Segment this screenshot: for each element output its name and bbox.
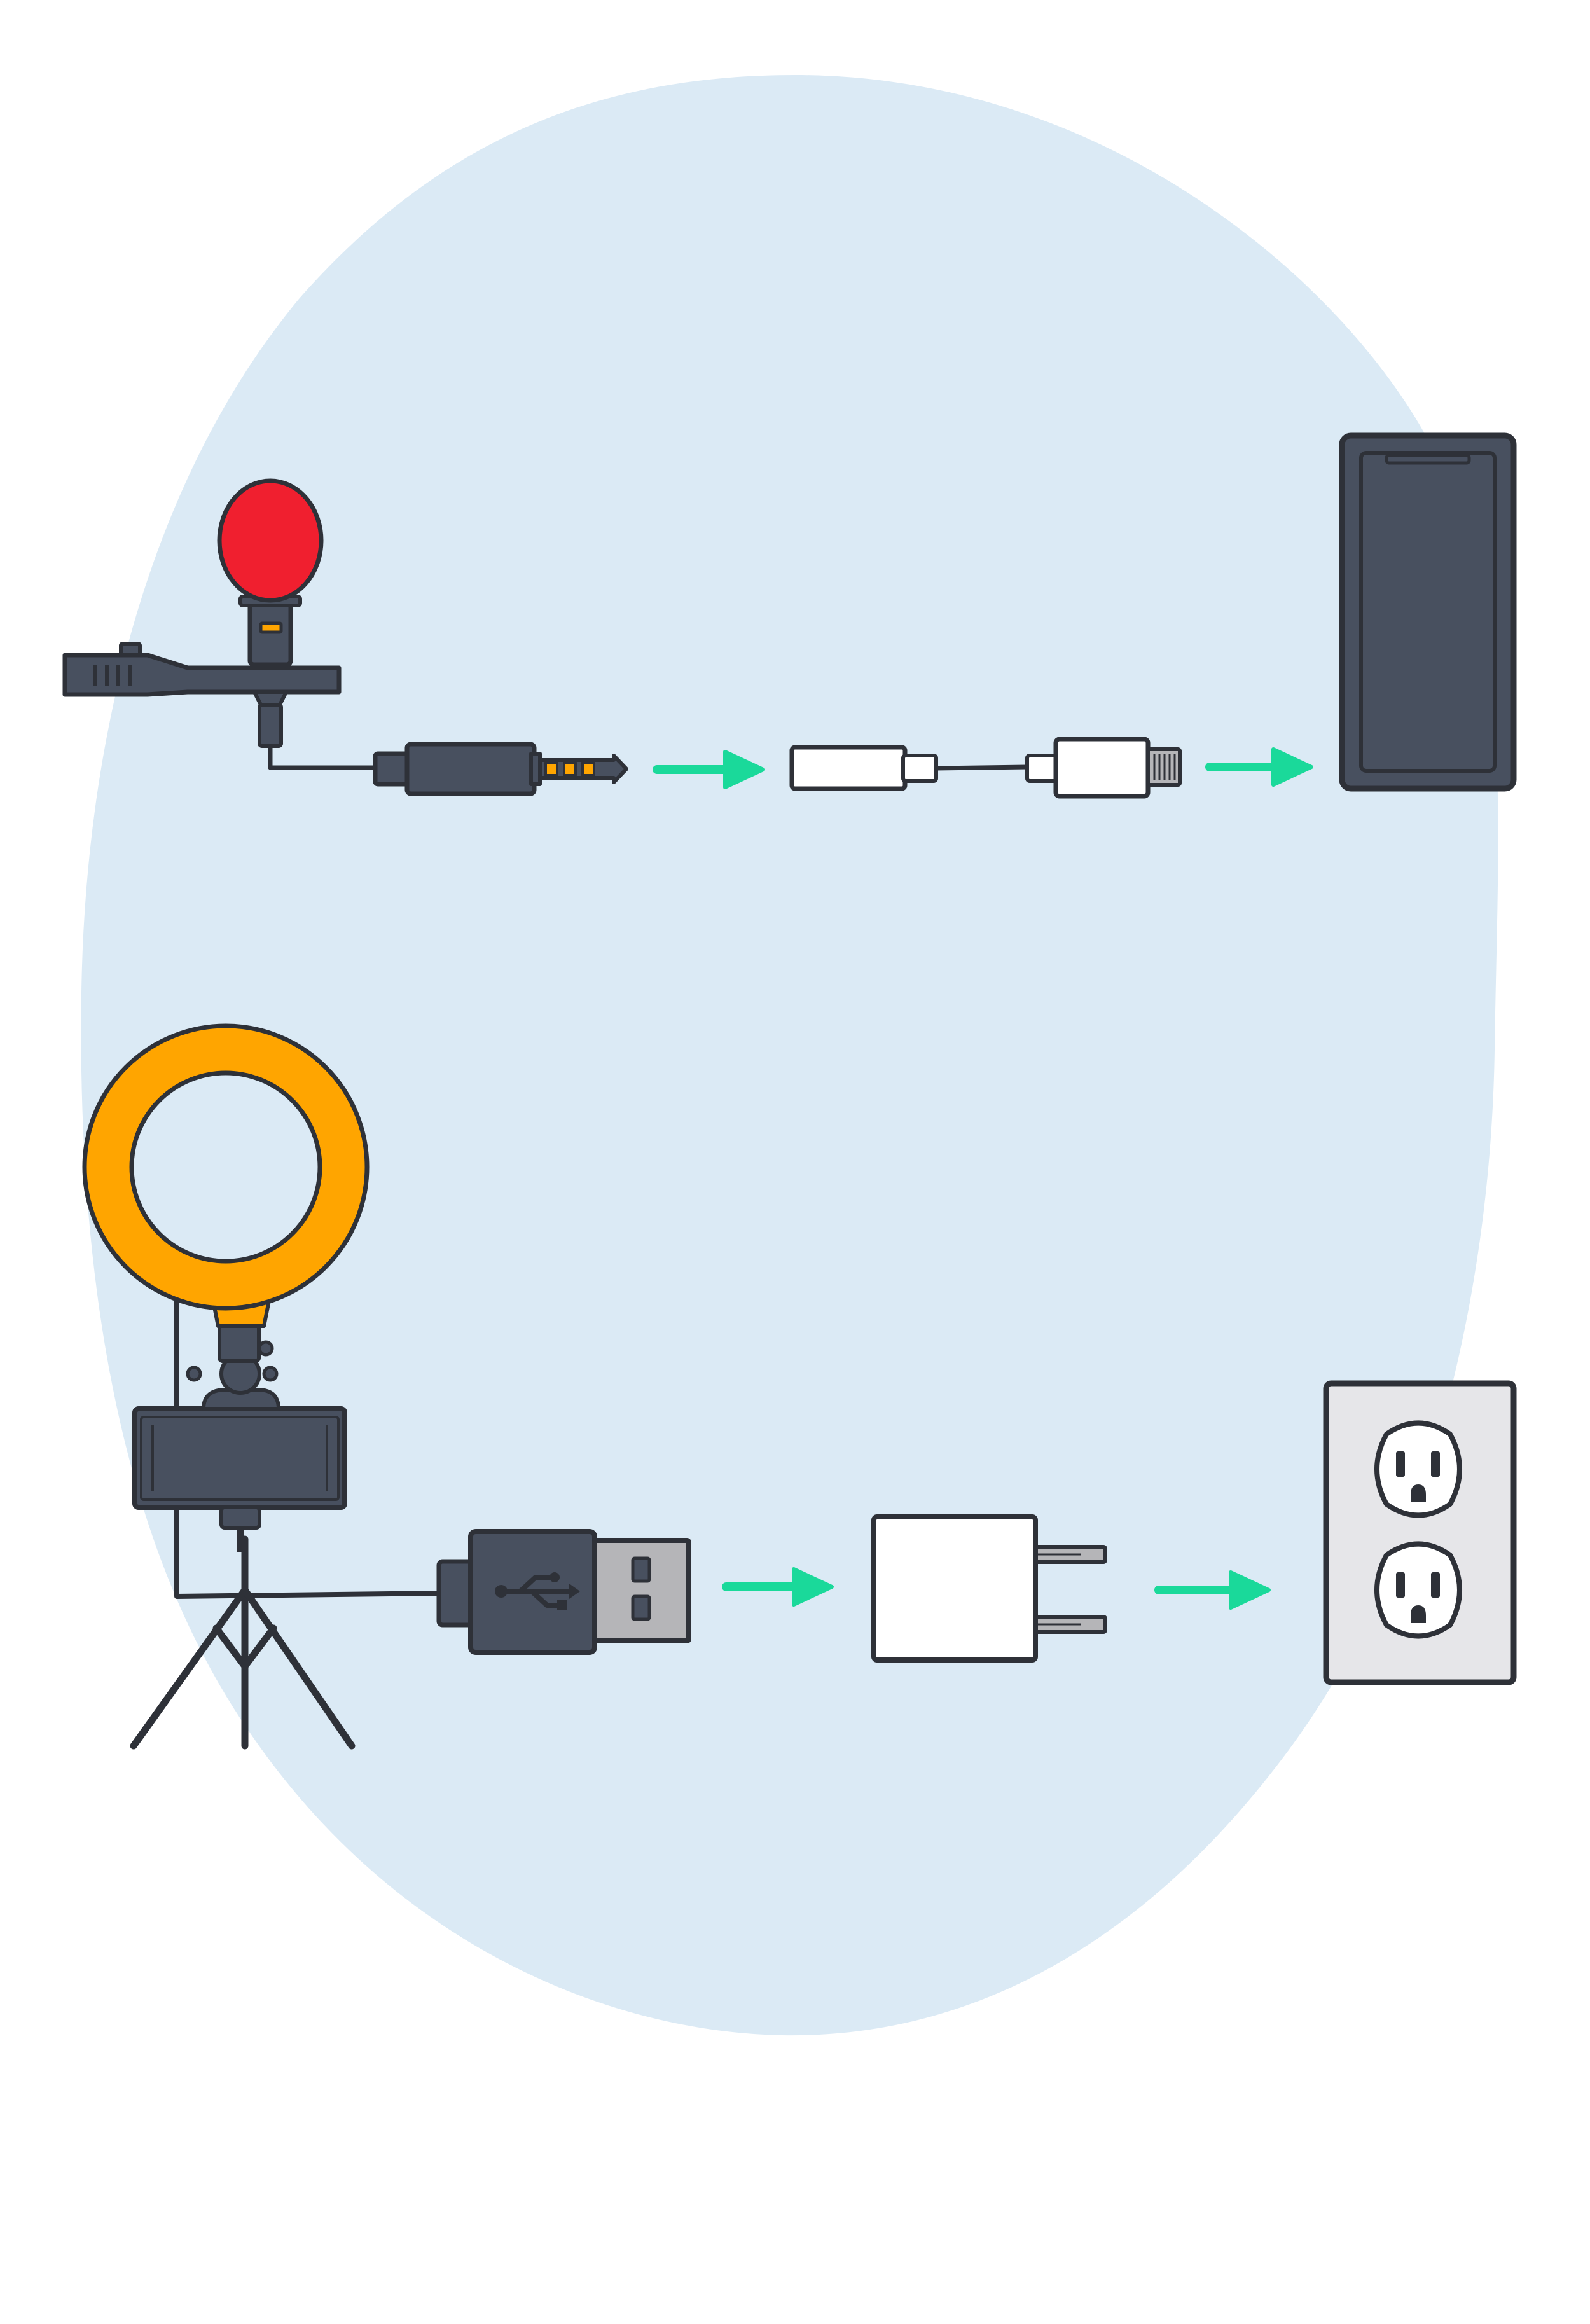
arrow-right-icon	[722, 1567, 834, 1607]
usb-plug-icon	[436, 1529, 691, 1655]
audio-chain-row	[62, 432, 1517, 799]
arrow-right-icon	[1154, 1570, 1271, 1610]
arrow-right-icon	[653, 750, 765, 789]
lighting-power-chain-row	[82, 1023, 1517, 1750]
audio-jack-plug-icon	[373, 742, 628, 796]
smartphone-icon	[1339, 432, 1517, 792]
ring-light-icon	[82, 1023, 446, 1750]
wall-charger-icon	[871, 1514, 1107, 1663]
adapter-dongle-icon	[789, 737, 1182, 799]
arrow-right-icon	[1205, 747, 1313, 787]
lavalier-microphone-icon	[62, 478, 389, 770]
wall-outlet-icon	[1323, 1380, 1517, 1685]
background-blob	[81, 75, 1498, 2036]
